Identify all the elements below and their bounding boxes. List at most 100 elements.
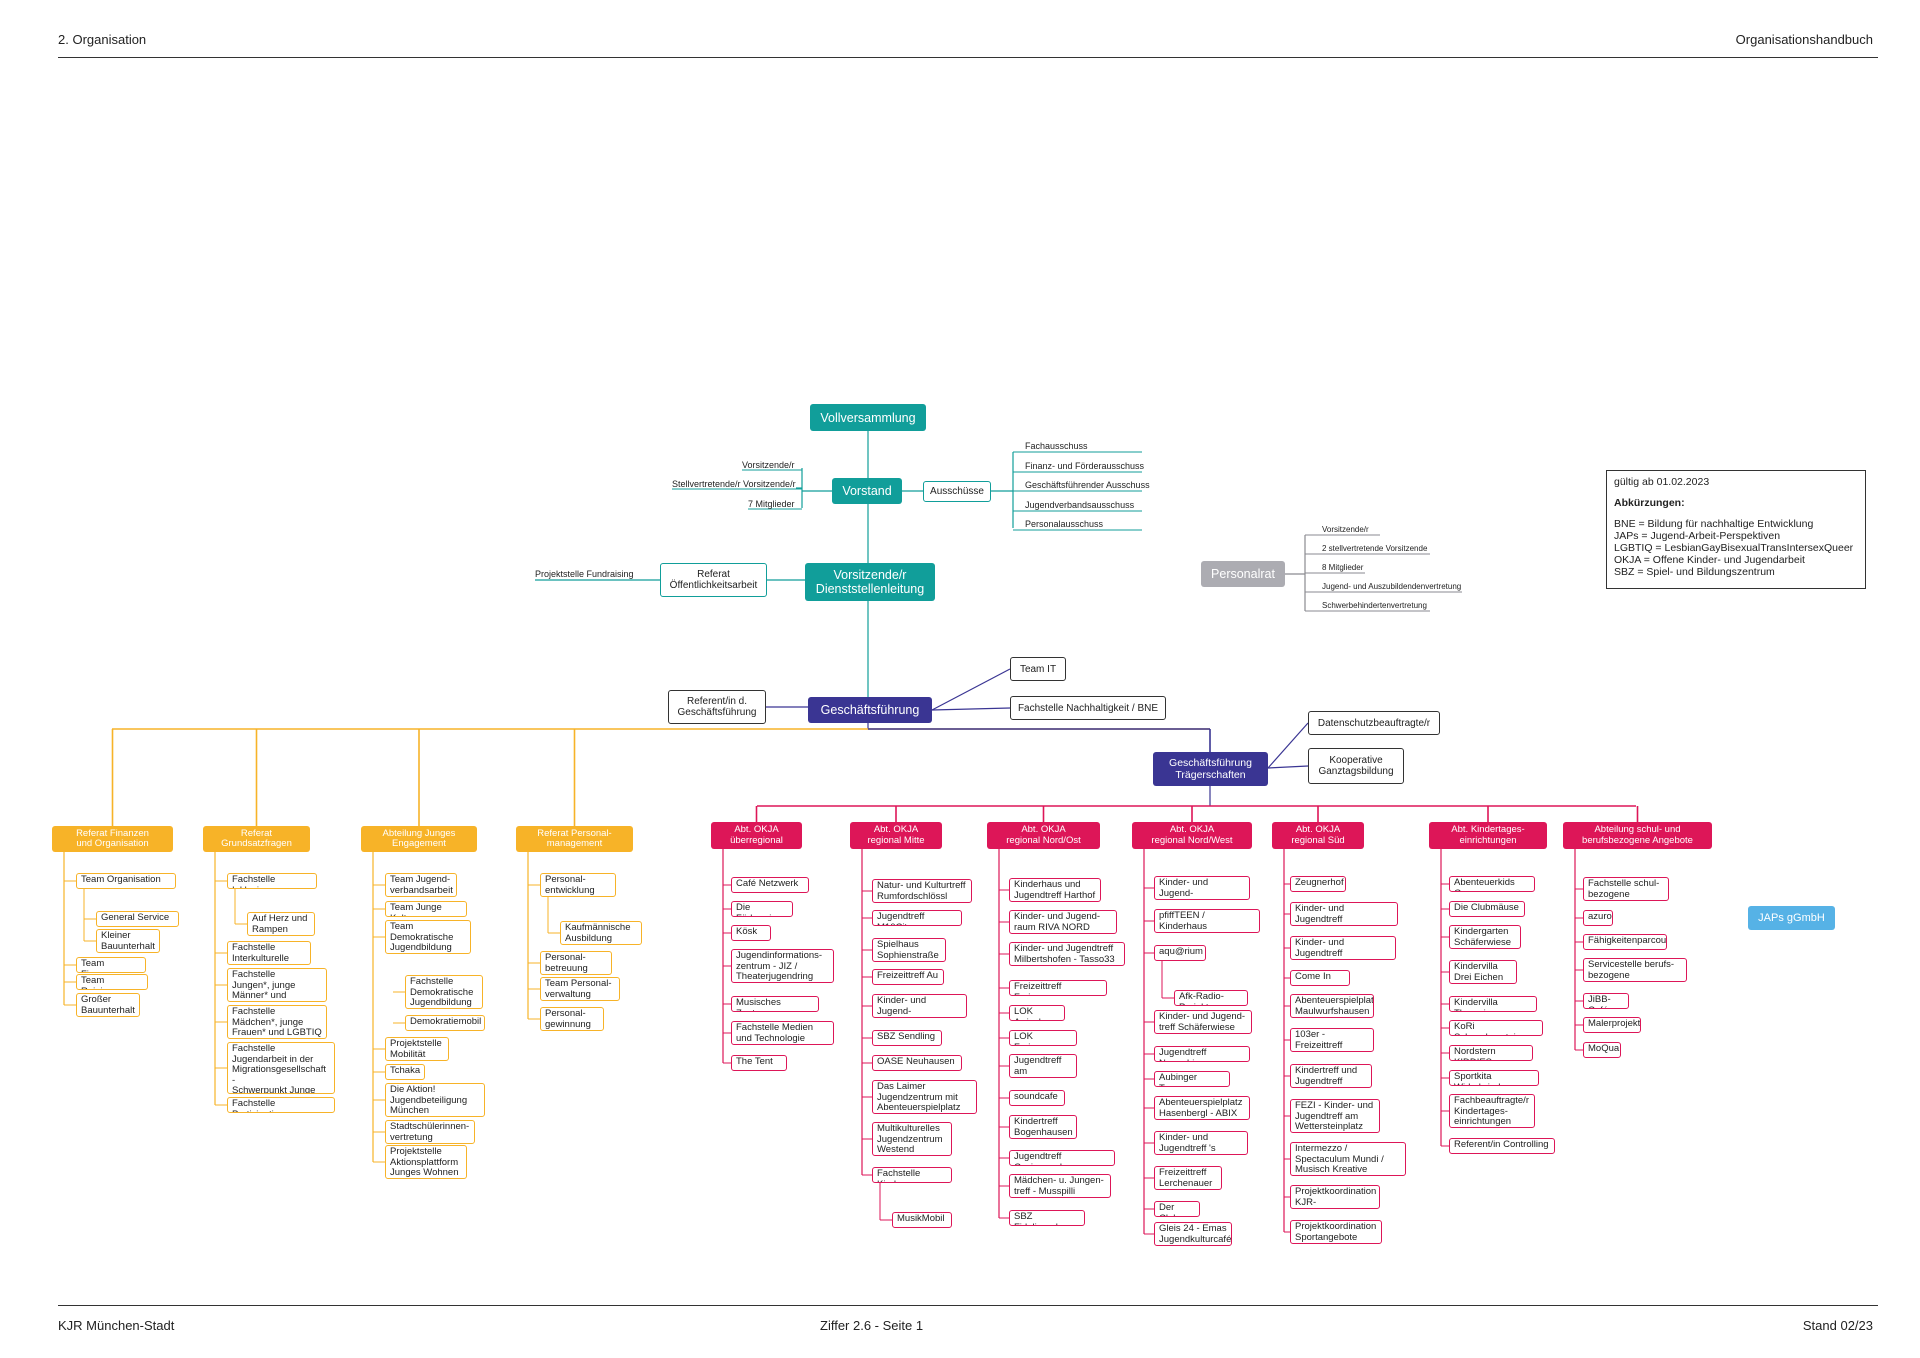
pink-column-item: SBZ Sendling [872,1030,942,1046]
pink-column-item: Fachstelle Medien und Technologie (MuT) [731,1021,834,1045]
pink-column-item: Malerprojekt [1583,1017,1641,1033]
orange-column-item: Auf Herz und Rampen prüfen [247,912,315,936]
pink-column-item: Come In [1290,970,1350,986]
legend-item: OKJA = Offene Kinder- und Jugendarbeit [1614,554,1805,566]
pink-column-item: Kindervilla Theresia [1449,996,1537,1012]
pink-column-item: MusikMobil [892,1212,952,1228]
orange-column-item: Kleiner Bauunterhalt [96,929,160,953]
orange-column-item: Team Demokratische Jugendbildung [385,920,471,954]
connector [931,668,1011,711]
orange-column-item: Fachstelle Jugendarbeit in der Migration… [227,1042,335,1094]
orange-column-item: Team Personal- verwaltung [540,977,620,1001]
ausschuss-item: Geschäftsführender Ausschuss [1025,480,1150,490]
pink-column-item: LOK Freimann [1009,1030,1077,1046]
pink-column-item: Abenteuerkids Gern [1449,876,1535,892]
header-title: Organisationshandbuch [1735,32,1873,47]
orange-column-item: Fachstelle Inklusion [227,873,317,889]
pink-column-item: Abenteuerspielplatz Maulwurfshausen [1290,994,1374,1018]
legend-title: Abkürzungen: [1614,497,1685,509]
legend-valid-date: gültig ab 01.02.2023 [1614,476,1710,488]
pink-column-item: Fähigkeitenparcours [1583,934,1667,950]
pink-column-head: Abt. OKJA regional Mitte [850,822,942,849]
orange-column-item: Stadtschülerinnen- vertretung [385,1120,475,1144]
pink-column-item: Servicestelle berufs- bezogene Jugendarb… [1583,958,1687,982]
orange-column-item: Personal- gewinnung [540,1007,604,1031]
pink-column-item: Musisches Zentrum [731,996,819,1012]
pink-column-item: KoRi Schneckenstein [1449,1020,1543,1036]
orange-column-item: Tchaka [385,1064,425,1080]
pink-column-item: The Tent [731,1055,787,1071]
pink-column-item: Die Clubmäuse [1449,901,1525,917]
pink-column-head: Abt. Kindertages- einrichtungen [1429,822,1547,849]
geschaeftsfuehrung-node: Geschäftsführung [808,697,932,723]
pink-column-item: Kindergarten Schäferwiese [1449,925,1521,949]
orange-column-item: Kaufmännische Ausbildung [560,921,642,945]
pink-column-item: MoQua [1583,1042,1621,1058]
pink-column-item: Kindervilla Drei Eichen [1449,960,1517,984]
pink-column-item: Fachstelle schul- bezogene Angebote [1583,877,1669,901]
vorstand-node: Vorstand [832,478,902,504]
personalrat-item: Schwerbehindertenvertretung [1322,601,1427,610]
legend-item: SBZ = Spiel- und Bildungszentrum [1614,566,1775,578]
orange-column-item: Projektstelle Aktionsplattform Junges Wo… [385,1145,467,1179]
pink-column-item: Jugendtreff Cosimapark [1009,1150,1115,1166]
orange-column-item: Fachstelle Mädchen*, junge Frauen* und L… [227,1005,327,1039]
connector [1267,765,1309,769]
kooperative-ganztagsbildung-node: Kooperative Ganztagsbildung [1308,748,1404,784]
orange-column-item: Demokratiemobil [405,1015,485,1031]
pink-column-item: Jugendtreff am Biederstein [1009,1054,1077,1078]
vorstand-member: 7 Mitglieder [748,499,795,509]
orange-column-item: Fachstelle Interkulturelle Arbeit [227,941,311,965]
orange-column-head: Referat Personal- management [516,826,633,852]
footer-organisation: KJR München-Stadt [58,1318,175,1333]
gf-traegerschaften-node: Geschäftsführung Trägerschaften [1153,752,1268,786]
orange-column-item: General Service [96,911,179,927]
header-divider [58,57,1878,58]
japs-ggmbh-node: JAPs gGmbH [1748,906,1835,930]
orange-column-item: Die Aktion! Jugendbeteiligung München [385,1083,485,1117]
referent-geschaeftsfuehrung-node: Referent/in d. Geschäftsführung [668,690,766,724]
abbreviations-legend: gültig ab 01.02.2023 Abkürzungen: BNE = … [1606,470,1866,589]
pink-column-item: Referent/in Controlling [1449,1138,1555,1154]
pink-column-item: Mädchen- u. Jungen- treff - Musspilli [1009,1174,1111,1198]
pink-column-item: Kinder- und Jugend- raum RIVA NORD [1009,910,1117,934]
orange-column-head: Abteilung Junges Engagement [361,826,477,852]
pink-column-item: Zeugnerhof [1290,876,1346,892]
orange-column-item: Personal- entwicklung [540,873,616,897]
pink-column-item: SBZ Fideliopark [1009,1210,1085,1226]
pink-column-item: 103er - Freizeittreff Obergiesing [1290,1028,1374,1052]
pink-column-head: Abt. OKJA regional Süd [1272,822,1364,849]
orange-column-item: Projektstelle Mobilität [385,1037,449,1061]
pink-column-item: Kindertreff Bogenhausen [1009,1115,1077,1139]
personalrat-item: Vorsitzende/r [1322,525,1369,534]
ausschuss-item: Fachausschuss [1025,441,1088,451]
orange-column-item: Fachstelle Demokratische Jugendbildung [405,975,483,1009]
legend-item: BNE = Bildung für nachhaltige Entwicklun… [1614,518,1814,530]
pink-column-item: Jugendinformations- zentrum - JIZ / Thea… [731,949,834,983]
footer-page-number: Ziffer 2.6 - Seite 1 [820,1318,924,1333]
orange-column-head: Referat Grundsatzfragen [203,826,310,852]
pink-column-item: Kinder- und Jugend- treff Schäferwiese [1154,1010,1252,1034]
footer-status: Stand 02/23 [1802,1318,1873,1333]
orange-column-item: Team Reinigung [76,974,148,990]
pink-column-item: Nordstern KIDDIES [1449,1045,1533,1061]
team-it-node: Team IT [1010,657,1066,681]
orange-column-item: Personal- betreuung [540,951,612,975]
vollversammlung-node: Vollversammlung [810,404,926,431]
connector [1267,722,1309,769]
pink-column-item: Jugendtreff M10City [872,910,962,926]
pink-column-item: Multikulturelles Jugendzentrum Westend [872,1122,952,1156]
pink-column-item: Kinder- und Jugendtreff ZeitFrei [1290,936,1396,960]
legend-item: JAPs = Jugend-Arbeit-Perspektiven [1614,530,1781,542]
pink-column-item: Projektkoordination KJR-Ferienangebote [1290,1185,1380,1209]
orange-column-item: Team Junge Kultur [385,901,467,917]
orange-column-head: Referat Finanzen und Organisation [52,826,173,852]
pink-column-item: Freizeittreff Freimann [1009,980,1107,996]
orange-column-item: Team Finanzen [76,957,146,973]
pink-column-item: Afk-Radio-Projekt [1174,990,1248,1006]
pink-column-item: Café Netzwerk [731,877,809,893]
pink-column-item: Kindertreff und Jugendtreff AKKU [1290,1064,1372,1088]
pink-column-item: Kinder- und Jugendtreff Trudering - frei… [1290,902,1398,926]
pink-column-item: FEZI - Kinder- und Jugendtreff am Wetter… [1290,1099,1380,1133]
orange-column-item: Fachstelle Jungen*, junge Männer* und LG… [227,968,327,1002]
